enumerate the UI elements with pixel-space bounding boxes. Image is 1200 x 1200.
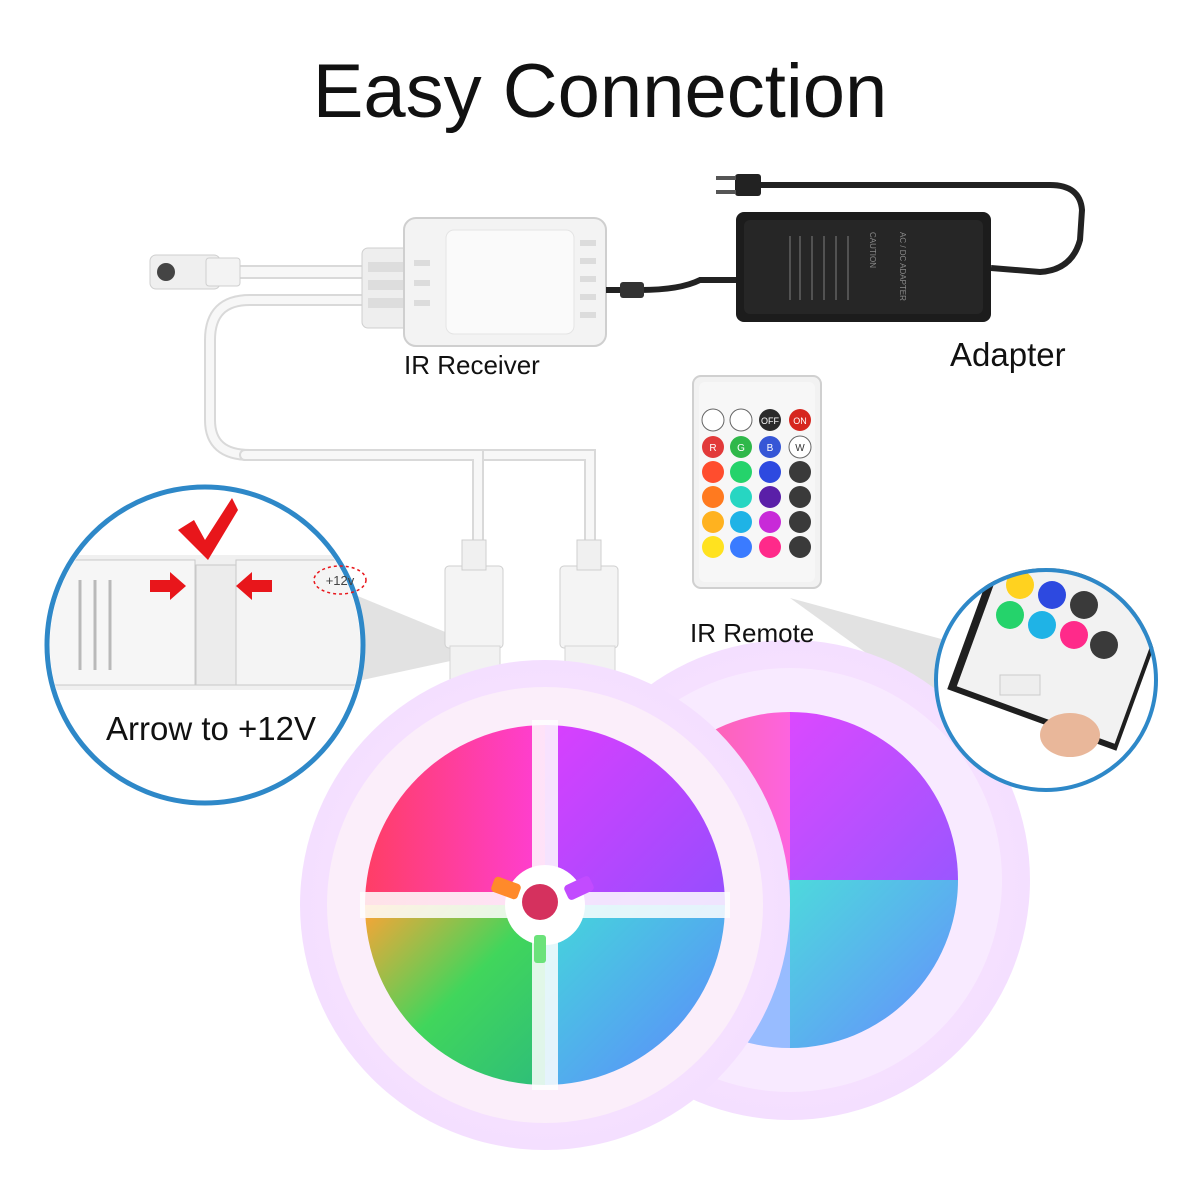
power-plug-icon xyxy=(716,174,761,196)
remote-top-row: OFF ON xyxy=(701,408,811,432)
remote-off-button: OFF xyxy=(761,416,779,426)
remote-b-button: B xyxy=(767,443,774,454)
remote-g-button: G xyxy=(737,443,745,454)
remote-r-button: R xyxy=(709,443,716,454)
checkmark-icon xyxy=(178,498,238,560)
remote-w-button: W xyxy=(795,443,805,454)
ir-remote-label: IR Remote xyxy=(690,618,815,648)
dc-jack-icon xyxy=(149,254,241,290)
ir-receiver-label: IR Receiver xyxy=(404,350,540,380)
ir-remote: OFF ON R G B W xyxy=(692,375,822,589)
arrow-right-icon xyxy=(150,572,186,600)
right-callout xyxy=(934,568,1158,792)
cable-harness xyxy=(204,265,596,546)
ac-dc-adapter: AC / DC ADAPTER CAUTION xyxy=(606,174,1086,322)
arrow-left-icon xyxy=(236,572,272,600)
adapter-label: Adapter xyxy=(950,336,1066,373)
remote-on-button: ON xyxy=(793,416,807,426)
led-reel-left xyxy=(300,660,790,1150)
remote-color-grid xyxy=(702,461,811,558)
adapter-caution-text: CAUTION xyxy=(868,232,877,268)
ir-receiver-box xyxy=(361,217,607,347)
adapter-label-text: AC / DC ADAPTER xyxy=(898,232,907,301)
plus-12v-marker: +12v xyxy=(326,573,355,588)
left-callout: +12v xyxy=(44,484,367,806)
page-title: Easy Connection xyxy=(312,49,888,134)
arrow-hint-label: Arrow to +12V xyxy=(106,710,317,747)
